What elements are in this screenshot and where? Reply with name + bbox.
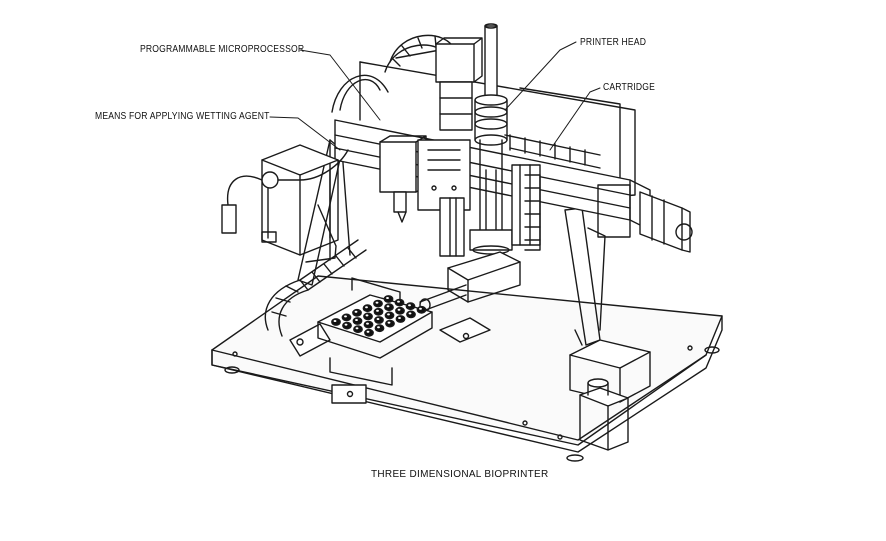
leader-cartridge	[549, 87, 601, 151]
well-highlight	[355, 319, 358, 321]
well	[341, 313, 352, 322]
side-cable-chain	[524, 174, 541, 251]
well-highlight	[366, 330, 370, 333]
well-highlight	[419, 307, 422, 310]
well	[373, 307, 384, 316]
well	[405, 302, 416, 311]
well	[353, 325, 363, 334]
y-carriage	[419, 251, 521, 313]
well	[352, 308, 362, 317]
well-highlight	[398, 317, 401, 319]
printer-head	[469, 23, 513, 255]
label-printer-head: PRINTER HEAD	[580, 37, 647, 48]
label-wetting-agent: MEANS FOR APPLYING WETTING AGENT	[95, 111, 270, 122]
electronics-box	[261, 144, 339, 256]
figure-caption: THREE DIMENSIONAL BIOPRINTER	[371, 469, 549, 480]
microprocessor-cable	[331, 74, 389, 113]
lower-cable-chain	[264, 239, 367, 357]
well-highlight	[387, 321, 391, 324]
leader-wetting-agent	[269, 116, 341, 151]
well-highlight	[333, 320, 337, 322]
well	[373, 299, 383, 308]
well-highlight	[386, 305, 390, 308]
well-highlight	[387, 313, 390, 316]
well	[394, 298, 405, 307]
well-highlight	[344, 323, 348, 326]
leader-microprocessor	[299, 49, 381, 121]
well	[384, 303, 394, 312]
well	[385, 319, 395, 328]
well-highlight	[365, 306, 368, 309]
well-highlight	[408, 312, 412, 315]
wetting-agent-applicator	[221, 149, 349, 243]
well-highlight	[377, 326, 380, 329]
well	[331, 318, 341, 326]
well-highlight	[408, 304, 411, 307]
well	[383, 295, 394, 303]
well-highlight	[344, 315, 347, 318]
well	[416, 305, 427, 314]
well-highlight	[376, 318, 380, 320]
well-plate	[331, 295, 427, 337]
label-microprocessor: PROGRAMMABLE MICROPROCESSOR	[140, 44, 305, 55]
well-highlight	[386, 297, 389, 299]
well	[352, 317, 363, 325]
leader-printer-head	[504, 41, 577, 111]
well-highlight	[365, 314, 369, 317]
well	[384, 311, 395, 320]
well	[362, 304, 373, 313]
well-highlight	[354, 310, 358, 313]
well-highlight	[366, 322, 369, 325]
well-highlight	[397, 300, 400, 303]
z-motor	[435, 37, 483, 131]
well-highlight	[397, 308, 401, 311]
well-highlight	[376, 309, 379, 312]
well	[374, 324, 385, 333]
well	[374, 316, 384, 324]
well	[406, 310, 416, 319]
well	[395, 306, 405, 315]
well	[364, 328, 374, 337]
label-cartridge: CARTRIDGE	[603, 82, 656, 93]
y-motor	[569, 339, 651, 451]
well-highlight	[355, 327, 359, 330]
base-plate	[211, 275, 723, 462]
well-highlight	[375, 301, 379, 304]
well	[342, 321, 352, 330]
well	[363, 312, 373, 321]
x-motor	[639, 191, 693, 253]
z-guides	[439, 164, 541, 257]
well	[395, 315, 406, 323]
well	[363, 320, 374, 329]
leader-lines	[269, 41, 601, 151]
